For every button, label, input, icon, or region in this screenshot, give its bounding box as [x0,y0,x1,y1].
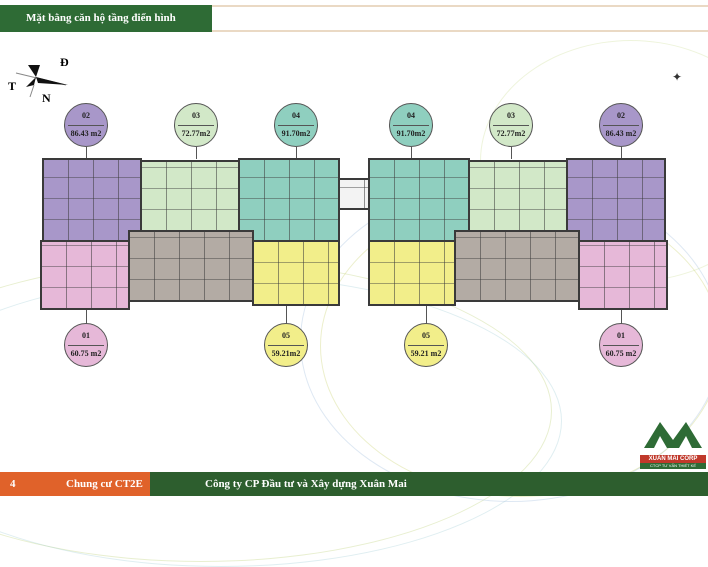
apartment-number: 04 [292,111,300,120]
apartment-label-04: 04 91.70m2 [389,103,433,147]
apartment-label-02: 02 86.43 m2 [599,103,643,147]
apartment-number: 01 [82,331,90,340]
footer-company: Công ty CP Đầu tư và Xây dựng Xuân Mai [150,472,708,496]
apartment-number: 01 [617,331,625,340]
apartment-number: 03 [507,111,515,120]
apartment-area: 72.77m2 [496,129,526,138]
page-header: Mặt bằng căn hộ tầng điển hình [0,5,212,32]
apartment-label-01: 01 60.75 m2 [64,323,108,367]
apartment-label-05: 05 59.21 m2 [404,323,448,367]
apartment-area: 86.43 m2 [605,129,637,138]
apartment-area: 59.21 m2 [410,349,442,358]
apartment-area: 59.21m2 [271,349,301,358]
connector-line [286,305,287,324]
apartment-03-left[interactable] [140,160,240,232]
apartment-05-right[interactable] [368,240,456,306]
connector-line [621,147,622,159]
apartment-02-left[interactable] [42,158,142,242]
apartment-label-03: 03 72.77m2 [489,103,533,147]
core-left [128,230,254,302]
apartment-03-right[interactable] [468,160,568,232]
apartment-01-left[interactable] [40,240,130,310]
apartment-label-05: 05 59.21m2 [264,323,308,367]
compass-icon: Đ T N [8,55,69,105]
small-compass-icon: ✦ [672,70,683,84]
apartment-number: 05 [282,331,290,340]
apartment-area: 60.75 m2 [70,349,102,358]
connector-line [86,308,87,324]
compass-south-label: N [42,91,51,105]
connector-line [296,147,297,159]
apartment-area: 72.77m2 [181,129,211,138]
apartment-04-right[interactable] [368,158,470,242]
apartment-label-03: 03 72.77m2 [174,103,218,147]
connector-line [511,147,512,159]
apartment-05-left[interactable] [252,240,340,306]
apartment-number: 05 [422,331,430,340]
apartment-02-right[interactable] [566,158,666,242]
footer-project: 4 Chung cư CT2E [0,472,150,496]
project-name: Chung cư CT2E [66,478,143,490]
connector-line [621,308,622,324]
compass-west-label: T [8,79,17,93]
apartment-04-left[interactable] [238,158,340,242]
company-name: Công ty CP Đầu tư và Xây dựng Xuân Mai [205,478,407,490]
corridor-connector [338,178,370,210]
company-logo: XUAN MAI CORP CTCP TƯ VẤN THIẾT KẾ [640,418,706,469]
apartment-number: 03 [192,111,200,120]
apartment-area: 60.75 m2 [605,349,637,358]
connector-line [426,305,427,324]
apartment-label-01: 01 60.75 m2 [599,323,643,367]
page-number: 4 [10,478,16,490]
apartment-label-04: 04 91.70m2 [274,103,318,147]
connector-line [196,147,197,159]
apartment-area: 91.70m2 [396,129,426,138]
apartment-area: 91.70m2 [281,129,311,138]
apartment-number: 04 [407,111,415,120]
apartment-area: 86.43 m2 [70,129,102,138]
connector-line [411,147,412,159]
core-right [454,230,580,302]
compass-east-label: Đ [60,55,69,69]
connector-line [86,147,87,159]
apartment-label-02: 02 86.43 m2 [64,103,108,147]
apartment-01-right[interactable] [578,240,668,310]
header-divider [212,5,708,32]
page-title: Mặt bằng căn hộ tầng điển hình [26,12,176,24]
apartment-number: 02 [617,111,625,120]
apartment-number: 02 [82,111,90,120]
